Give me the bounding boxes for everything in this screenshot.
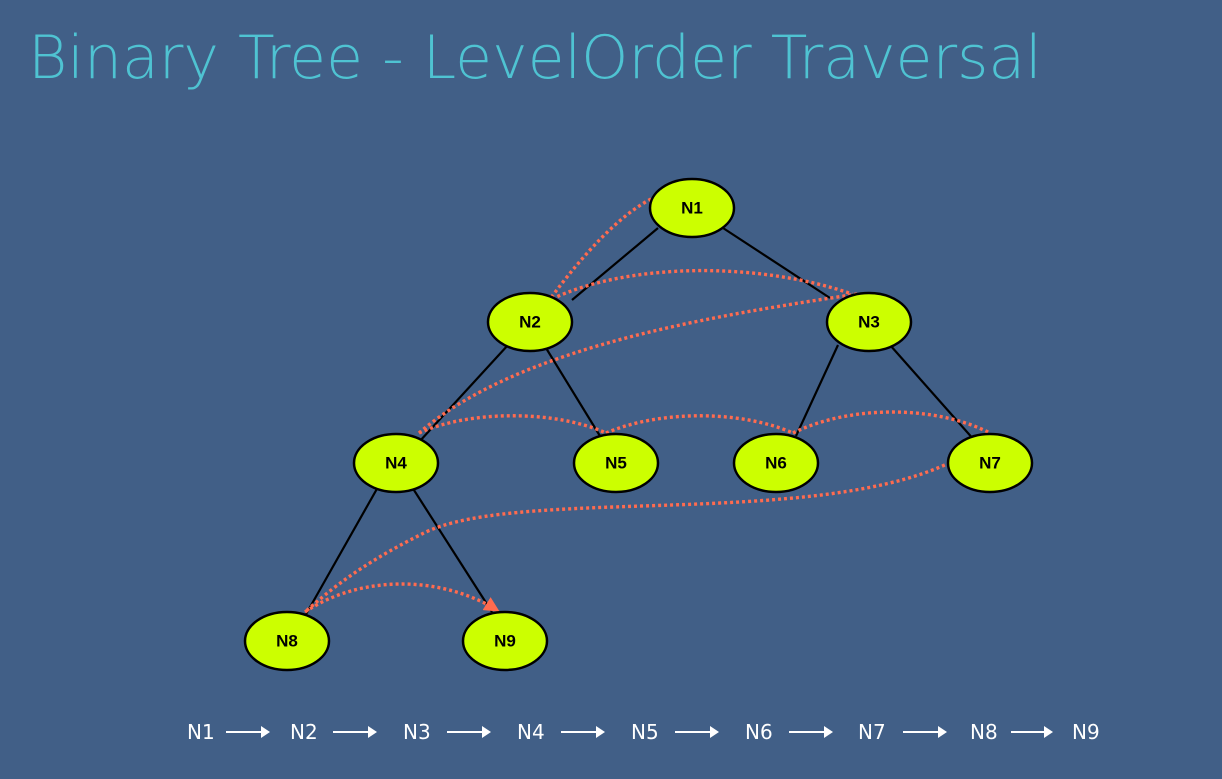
order-item-n3: N3 — [403, 720, 431, 744]
node-label-n8: N8 — [276, 632, 298, 651]
node-label-n4: N4 — [385, 454, 407, 473]
order-item-n5: N5 — [631, 720, 659, 744]
tree-node-n2[interactable]: N2 — [486, 291, 574, 353]
tree-node-n8[interactable]: N8 — [243, 610, 331, 672]
edge-n1-n3 — [722, 227, 831, 299]
order-item-n7: N7 — [858, 720, 886, 744]
tree-node-n3[interactable]: N3 — [825, 291, 913, 353]
traversal-step-n7-n8 — [303, 434, 992, 614]
tree-node-n7[interactable]: N7 — [946, 432, 1034, 494]
order-item-n8: N8 — [970, 720, 998, 744]
node-label-n5: N5 — [605, 454, 627, 473]
traversal-step-n3-n4 — [417, 292, 858, 435]
node-label-n7: N7 — [979, 454, 1001, 473]
order-arrow-icon — [1011, 726, 1053, 738]
order-item-n4: N4 — [517, 720, 545, 744]
tree-node-n9[interactable]: N9 — [461, 610, 549, 672]
node-label-n3: N3 — [858, 313, 880, 332]
order-arrow-icon — [903, 726, 947, 738]
edge-n2-n4 — [418, 344, 509, 443]
edge-n1-n2 — [571, 227, 659, 301]
order-arrow-icon — [226, 726, 270, 738]
order-arrow-icon — [675, 726, 719, 738]
order-arrow-icon — [789, 726, 833, 738]
page-title: Binary Tree - LevelOrder Traversal — [28, 23, 1042, 93]
edge-n3-n7 — [889, 344, 976, 442]
node-label-n9: N9 — [494, 632, 516, 651]
edge-n4-n8 — [304, 486, 379, 617]
traversal-step-n1-n2 — [548, 197, 652, 301]
edge-n2-n5 — [545, 347, 601, 437]
traversal-order-sequence: N1 N2 N3 N4 N5 N6 N7 N8 N9 — [187, 716, 1147, 748]
traversal-step-n8-n9 — [304, 582, 500, 614]
traversal-step-n5-n6 — [605, 414, 794, 435]
order-item-n6: N6 — [745, 720, 773, 744]
tree-edges — [304, 227, 976, 617]
order-item-n1: N1 — [187, 720, 215, 744]
traversal-path — [303, 197, 992, 614]
tree-node-n5[interactable]: N5 — [572, 432, 660, 494]
edge-n4-n9 — [411, 486, 493, 613]
edge-n3-n6 — [795, 344, 839, 437]
order-arrow-icon — [447, 726, 491, 738]
node-label-n6: N6 — [765, 454, 787, 473]
order-arrow-icon — [561, 726, 605, 738]
tree-node-n6[interactable]: N6 — [732, 432, 820, 494]
traversal-step-n6-n7 — [792, 410, 991, 435]
tree-nodes: N1 N2 N3 N4 N5 N6 N7 N8 — [243, 177, 1034, 672]
traversal-step-n4-n5 — [418, 414, 607, 435]
tree-node-n4[interactable]: N4 — [352, 432, 440, 494]
order-arrow-icon — [333, 726, 377, 738]
node-label-n1: N1 — [681, 199, 703, 218]
traversal-step-n2-n3 — [551, 268, 853, 301]
order-item-n9: N9 — [1072, 720, 1100, 744]
node-label-n2: N2 — [519, 313, 541, 332]
tree-node-n1[interactable]: N1 — [648, 177, 736, 239]
order-item-n2: N2 — [290, 720, 318, 744]
